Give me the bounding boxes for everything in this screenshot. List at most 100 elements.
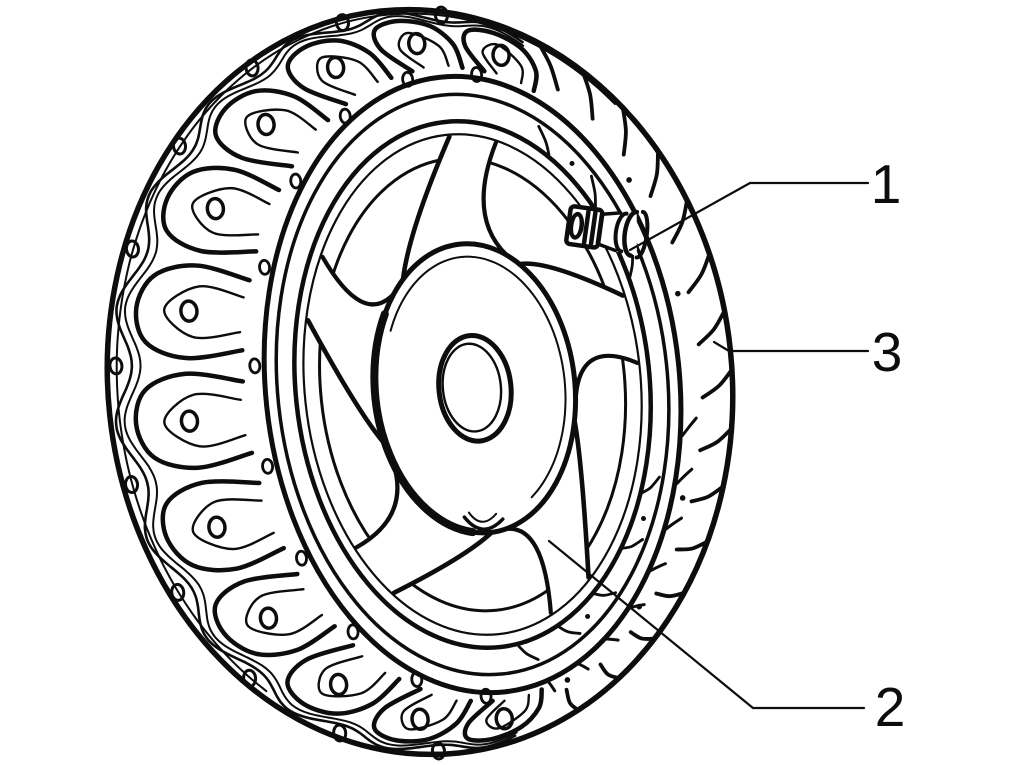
tread-block-hole [256,112,276,137]
tread-dot [564,677,571,683]
tread-block [285,642,402,716]
spoke-edge [572,418,591,580]
tread-dash [696,308,727,347]
tread-pellet-outer [433,5,449,25]
tread-block-hole [325,55,346,80]
valve-knurl [581,209,591,246]
tread-pellet-outer [242,668,258,688]
tread-dot [636,603,643,610]
spoke-edge [400,134,452,282]
tread-dash [620,105,628,157]
valve-base [634,209,650,260]
valve-flange [622,209,640,258]
tread-pellet-inner [295,549,308,567]
callout-3-leader [712,340,870,353]
hub-slot [462,515,505,531]
tread-pellet-inner [261,457,275,475]
tread-pellet-inner [248,357,262,375]
tread-pellet-outer [124,475,140,494]
tread-pellet-outer [332,723,348,743]
tread-block-hole [179,409,200,433]
valve-knurl [588,210,598,247]
callout-1-leader [628,181,870,252]
tread-block-inner-line [315,55,379,97]
rim-well-dot [569,160,575,166]
tread-dash [564,687,580,712]
tread-block-hole [491,43,511,68]
tread-block [213,88,331,169]
tread-block-hole [258,606,279,630]
valve-cap-slot [573,216,580,236]
tread-sipe [680,416,698,438]
valve-flange [613,211,629,254]
rim-bead-inner [274,92,671,677]
rim-flange-outer [292,119,653,650]
callout-leaders [547,181,870,710]
tread-block [133,263,252,361]
tread-block-inner-line [400,693,458,731]
tread-dash [654,590,687,599]
tread-block-hole [179,299,199,323]
valve-neck [596,211,623,253]
tread-pellet-outer [334,13,351,33]
tread-wave-line [114,11,524,751]
tread-dot [679,495,686,501]
tread-block [461,27,539,94]
tread-block [462,687,544,743]
tread-block [285,38,394,107]
tread-pellet-outer [244,58,260,78]
rim-well-dot [585,613,591,619]
tread-block-hole [205,196,226,221]
tread-dash [536,40,560,92]
hub-center-hole-inner [441,342,503,433]
tread-block-inner-line [245,588,324,636]
tread-sipe [664,516,683,531]
hub-shading-arc [370,310,477,537]
tread-block [160,479,286,573]
tread-block-hole [407,31,427,56]
spoke-edge [517,261,626,298]
tread-block-hole [207,515,227,539]
tread-block-inner-line [397,31,450,69]
tire-outer-edge [104,6,736,758]
tread-sipe [649,562,667,573]
rim-flange-inner [302,133,643,636]
tread-pellet-outer [171,136,188,156]
tread-dash [580,69,595,121]
tread-pellet-inner [258,258,271,276]
tread-dash [698,426,734,453]
tread-dot [626,177,632,183]
rim-well-dash [537,124,551,156]
tread-sipe [546,680,557,693]
hub-inner-line [389,255,567,499]
tread-block-hole [410,707,430,731]
tread-block-inner-line [191,498,275,551]
tread-pellet-outer [108,356,124,376]
tread-pellet-outer [170,582,186,602]
tread-block [133,371,255,471]
tread-dash [628,630,657,641]
tire [104,5,736,761]
tread-block-hole [328,672,349,697]
spoke-edge [481,140,509,258]
tread-block-inner-line [317,655,387,698]
tread-pellet-inner [289,172,303,190]
tread-dash [686,251,712,295]
tread-block [161,165,282,255]
tread-block-inner-line [244,108,317,154]
tread-dash [648,149,660,198]
spoke-body [505,420,589,613]
rim-well-dot [640,516,646,522]
valve-knurl [595,213,603,245]
wheel-rim [261,73,684,696]
rim-well-dash [517,644,540,661]
tread-block-hole [494,707,515,731]
callout-2-label: 2 [875,676,906,738]
hub [370,241,579,537]
rim-bead-outer [261,73,684,696]
tread-sipe [577,662,590,671]
tread-block-inner-line [485,693,531,730]
spoke-edge [503,526,553,616]
